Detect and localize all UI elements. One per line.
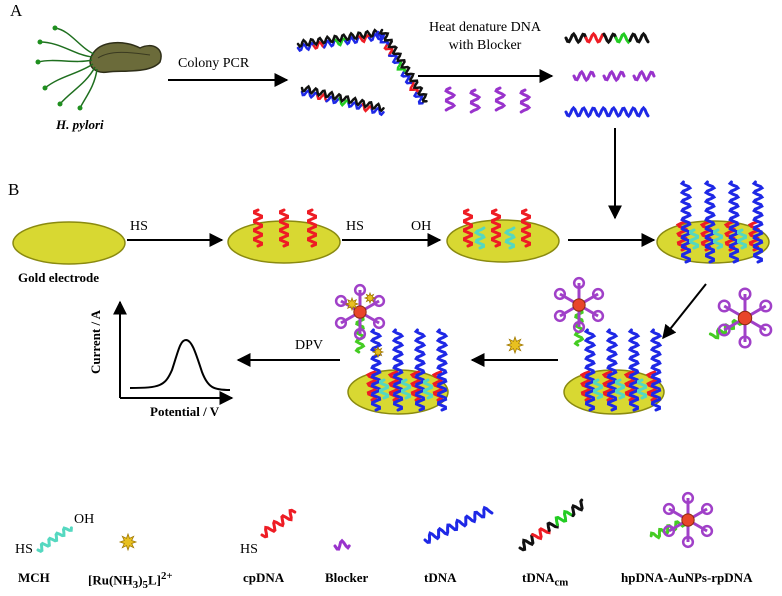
oh-mch-label: OH — [411, 219, 432, 234]
blocker-strand — [632, 69, 656, 83]
arrow-probe-bind — [662, 283, 707, 340]
cpdna-strand — [253, 208, 263, 248]
blocker-strand — [519, 88, 532, 114]
gold-electrode-3 — [446, 219, 560, 263]
tdna-strand — [649, 328, 663, 412]
h-pylori-bacterium-icon — [35, 25, 162, 111]
tdna-strand — [703, 180, 717, 264]
blocker-strand — [602, 69, 626, 83]
legend-blocker: Blocker — [325, 570, 369, 585]
cpdna-strand — [521, 208, 531, 248]
dpv-graph — [113, 300, 234, 405]
step-label-heat-line1: Heat denature DNA — [429, 20, 541, 35]
probe-bound — [553, 276, 605, 347]
legend-tdna-mark — [423, 505, 494, 544]
legend-ru-complex: [Ru(NH3)5L]2+ — [88, 570, 173, 591]
mch-strand — [473, 226, 486, 250]
dpv-peak-curve — [129, 338, 231, 391]
ru-complex-star — [505, 335, 525, 355]
mch-strand — [689, 228, 699, 250]
blocker-strands-group — [444, 86, 532, 114]
probe-free — [708, 287, 773, 349]
pcr-product-dsdna-group — [296, 28, 428, 117]
legend-blocker-mark — [333, 538, 351, 551]
ru-complex-star — [363, 291, 377, 305]
hs-cpdna-label: HS — [130, 219, 148, 234]
ru-complex-star — [371, 345, 385, 359]
legend-mch-hs: HS — [15, 542, 33, 557]
tdna-strand — [727, 180, 741, 264]
legend-marks-group — [36, 491, 714, 554]
legend-cpdna-mark — [260, 508, 297, 539]
legend-tdnacm-mark — [518, 498, 584, 552]
graph-ylabel: Current / A — [88, 309, 103, 374]
panel-label-b: B — [8, 180, 20, 199]
tdna-strand — [679, 180, 693, 264]
tdna-strand — [435, 328, 449, 412]
tdna-strand — [391, 328, 405, 412]
panel-label-a: A — [10, 1, 23, 20]
dsdna-strand — [378, 28, 428, 103]
tdna-strand — [564, 105, 650, 119]
legend-ru-star — [118, 532, 138, 552]
dsdna-strand — [296, 28, 383, 49]
cpdna-strand — [463, 208, 473, 248]
tdnacm-strand — [564, 31, 650, 45]
legend-probe-mark — [649, 491, 714, 549]
mch-strand — [593, 378, 603, 400]
mch-strand — [713, 228, 723, 250]
legend-probe: hpDNA-AuNPs-rpDNA — [621, 570, 753, 585]
gold-electrode-1 — [12, 221, 126, 265]
step-label-heat-line2: with Blocker — [448, 38, 522, 53]
tdna-strand — [627, 328, 641, 412]
mch-strand — [737, 228, 747, 250]
dsdna-strand — [300, 84, 385, 113]
blocker-strand — [494, 86, 507, 112]
blocker-strand — [572, 69, 596, 83]
legend-tdnacm: tDNAcm — [522, 570, 569, 589]
tdna-strand — [413, 328, 427, 412]
blocker-strand — [444, 86, 457, 112]
step-label-colony-pcr: Colony PCR — [178, 56, 250, 71]
cpdna-strand — [307, 208, 317, 248]
legend-cpdna-hs: HS — [240, 542, 258, 557]
dsdna-strand — [374, 30, 424, 105]
legend-mch: MCH — [18, 570, 50, 585]
hs-mch-label: HS — [346, 219, 364, 234]
tdna-strand — [583, 328, 597, 412]
graph-xlabel: Potential / V — [150, 404, 220, 419]
legend-mch-oh: OH — [74, 512, 95, 527]
blocker-strand — [469, 88, 482, 114]
ru-complex-star — [344, 296, 360, 312]
mch-strand — [423, 378, 433, 400]
mch-strand — [637, 378, 647, 400]
mch-strand — [503, 226, 516, 250]
tdna-strand — [751, 180, 765, 264]
organism-label: H. pylori — [56, 117, 104, 132]
step-label-dpv: DPV — [295, 338, 324, 353]
mch-strand — [615, 378, 625, 400]
cpdna-strand — [279, 208, 289, 248]
electrode-strands-group — [253, 180, 773, 412]
cpdna-strand — [491, 208, 501, 248]
legend-tdna: tDNA — [424, 570, 457, 585]
legend-mch-mark — [36, 526, 73, 554]
dsdna-strand — [296, 32, 383, 53]
denatured-strands-group — [564, 31, 656, 119]
tdna-strand — [369, 328, 383, 412]
tdna-strand — [605, 328, 619, 412]
legend-cpdna: cpDNA — [243, 570, 285, 585]
mch-strand — [401, 378, 411, 400]
electrode-label: Gold electrode — [18, 270, 99, 285]
mch-strand — [379, 378, 389, 400]
